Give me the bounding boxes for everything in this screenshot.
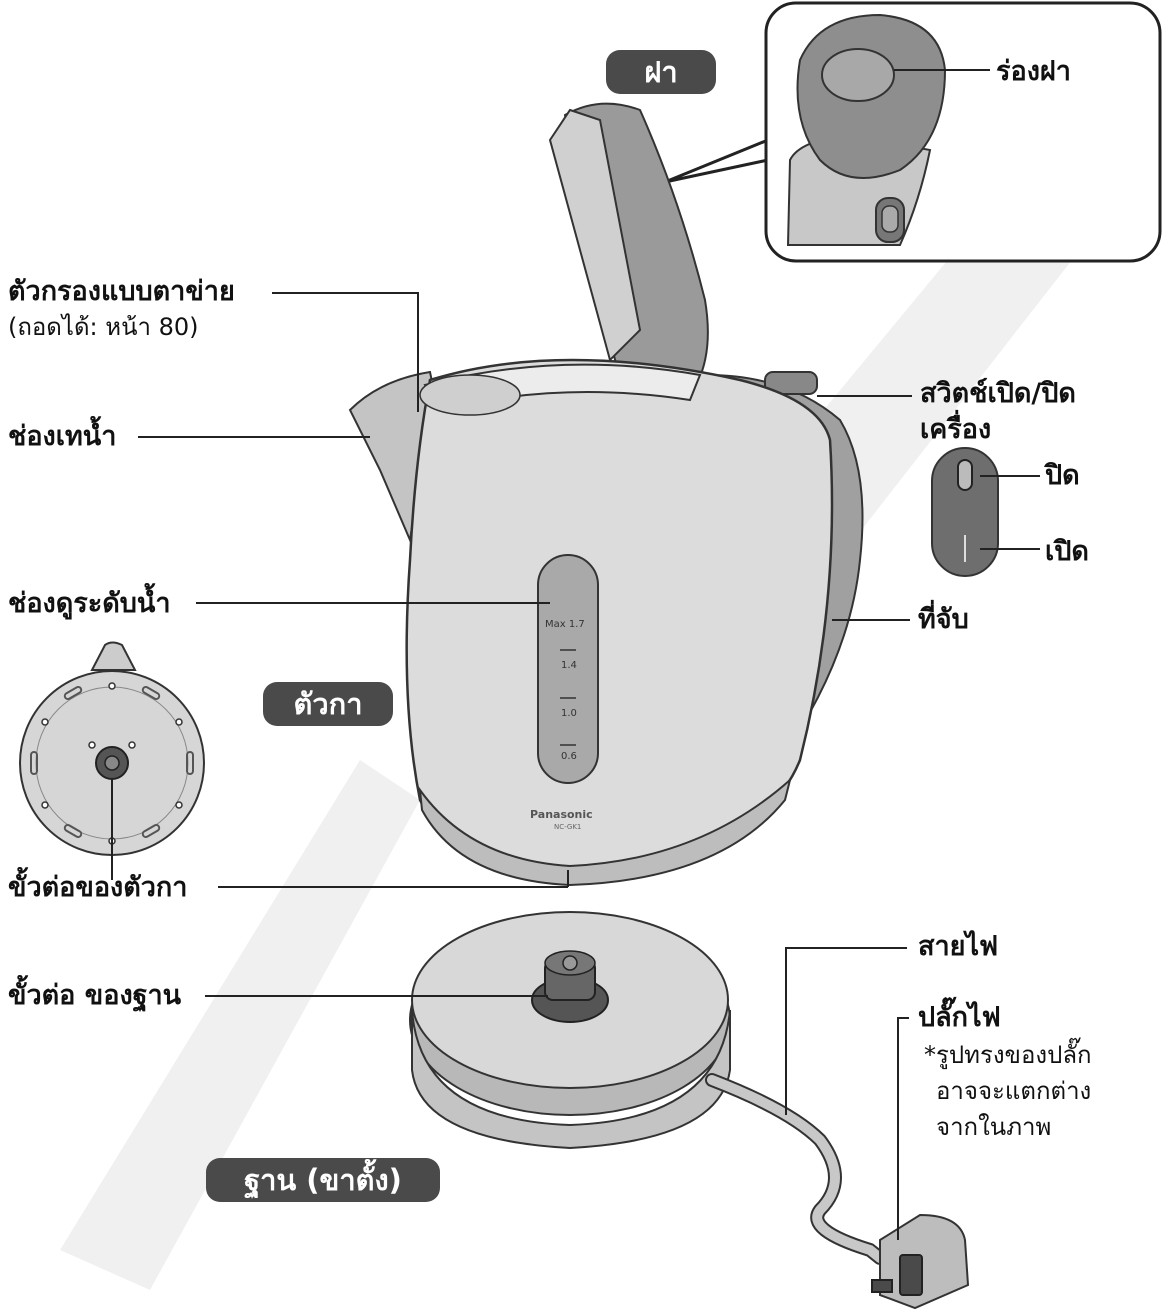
label-base-connector: ขั้วต่อ ของฐาน — [8, 980, 181, 1012]
scale-1-0: 1.0 — [561, 708, 577, 719]
lid-groove-shape — [822, 49, 894, 101]
label-power-switch-1: สวิตช์เปิด/ปิด — [920, 378, 1076, 410]
label-plug-note-3: จากในภาพ — [936, 1112, 1051, 1142]
switch-detail — [932, 448, 1040, 576]
label-cord: สายไฟ — [918, 931, 998, 963]
label-lid-groove: ร่องฝา — [996, 56, 1071, 88]
kettle-bottom-view — [20, 643, 204, 881]
label-off: ปิด — [1045, 460, 1080, 492]
label-base: ฐาน (ขาตั้ง) — [206, 1158, 440, 1202]
label-on: เปิด — [1045, 536, 1089, 568]
label-plug-note-1: *รูปทรงของปลั๊ก — [924, 1040, 1092, 1070]
label-spout: ช่องเทน้ำ — [8, 421, 116, 453]
label-plug-note-2: อาจจะแตกต่าง — [936, 1076, 1091, 1106]
lid-inset — [665, 3, 1160, 261]
label-power-switch-2: เครื่อง — [920, 414, 991, 446]
label-handle: ที่จับ — [918, 604, 969, 636]
label-lid: ฝา — [606, 50, 716, 94]
scale-max: Max 1.7 — [545, 619, 585, 630]
scale-1-4: 1.4 — [561, 660, 577, 671]
scale-0-6: 0.6 — [561, 751, 577, 762]
label-plug: ปลั๊กไฟ — [918, 1002, 1001, 1034]
plug-shape — [880, 1215, 968, 1308]
base-illustration — [410, 912, 968, 1308]
label-body: ตัวกา — [263, 682, 393, 726]
label-mesh-filter: ตัวกรองแบบตาข่าย — [8, 276, 235, 308]
brand-model: NC-GK1 — [554, 823, 581, 831]
brand-name: Panasonic — [530, 808, 593, 821]
label-mesh-filter-note: (ถอดได้: หน้า 80) — [8, 312, 199, 342]
label-water-window: ช่องดูระดับน้ำ — [8, 588, 171, 620]
label-body-connector: ขั้วต่อของตัวกา — [8, 872, 187, 904]
